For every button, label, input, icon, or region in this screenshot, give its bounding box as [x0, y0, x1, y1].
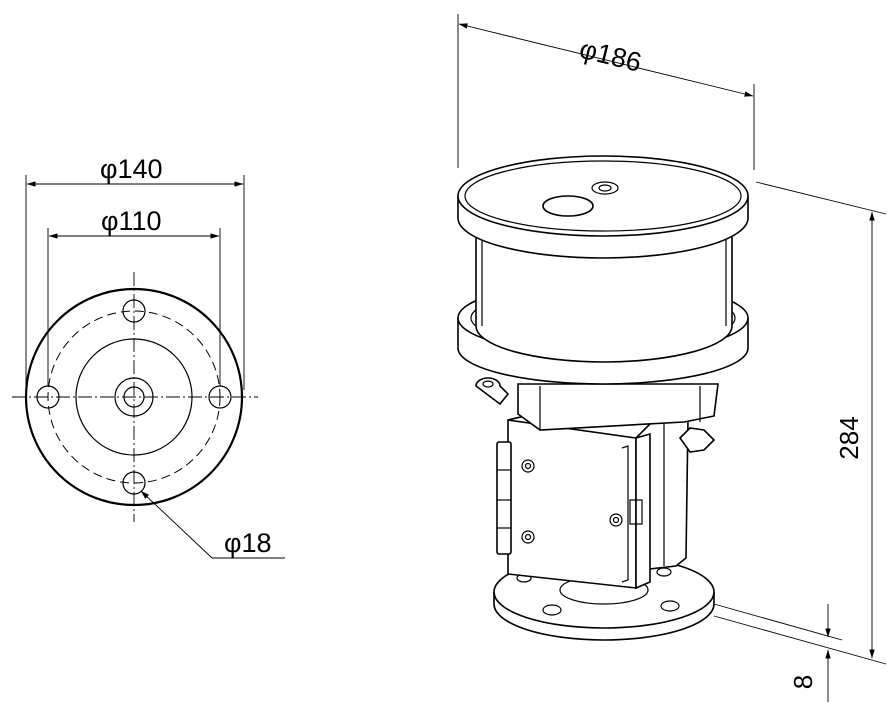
dimension-hole-diameter: φ18 [140, 490, 285, 559]
dimension-head-diameter: φ186 [457, 14, 755, 170]
dimension-outer-diameter: φ140 [25, 154, 245, 390]
sensor-cylinder [475, 228, 733, 363]
mounting-bracket [475, 377, 719, 453]
dimension-height: 284 [713, 181, 887, 665]
dimension-base-thickness: 8 [713, 603, 843, 702]
door-screw-top [521, 459, 535, 473]
dimension-pcd-diameter: φ110 [47, 206, 221, 386]
top-level-vial [591, 181, 619, 195]
label-outer-diameter: φ140 [100, 154, 163, 184]
flange-top-view [12, 272, 258, 522]
label-base-thickness: 8 [788, 675, 818, 689]
top-cap [457, 155, 749, 259]
base-hole-front-left [542, 604, 562, 616]
label-head-diameter: φ186 [577, 34, 645, 78]
label-height: 284 [834, 416, 864, 459]
door-screw-bottom [521, 530, 535, 544]
base-hole-front-right [660, 600, 680, 612]
label-pcd-diameter: φ110 [101, 206, 162, 236]
control-box [496, 407, 652, 590]
wing-nut-right [678, 427, 716, 453]
label-hole-diameter: φ18 [224, 528, 272, 558]
door-latch-screw [609, 513, 623, 527]
unit-isometric-view [457, 155, 749, 641]
wing-nut-left [475, 377, 510, 406]
control-box-door [507, 419, 637, 589]
top-sensor-window [542, 195, 594, 217]
door-hinge [496, 441, 512, 555]
door-latch [629, 499, 643, 525]
